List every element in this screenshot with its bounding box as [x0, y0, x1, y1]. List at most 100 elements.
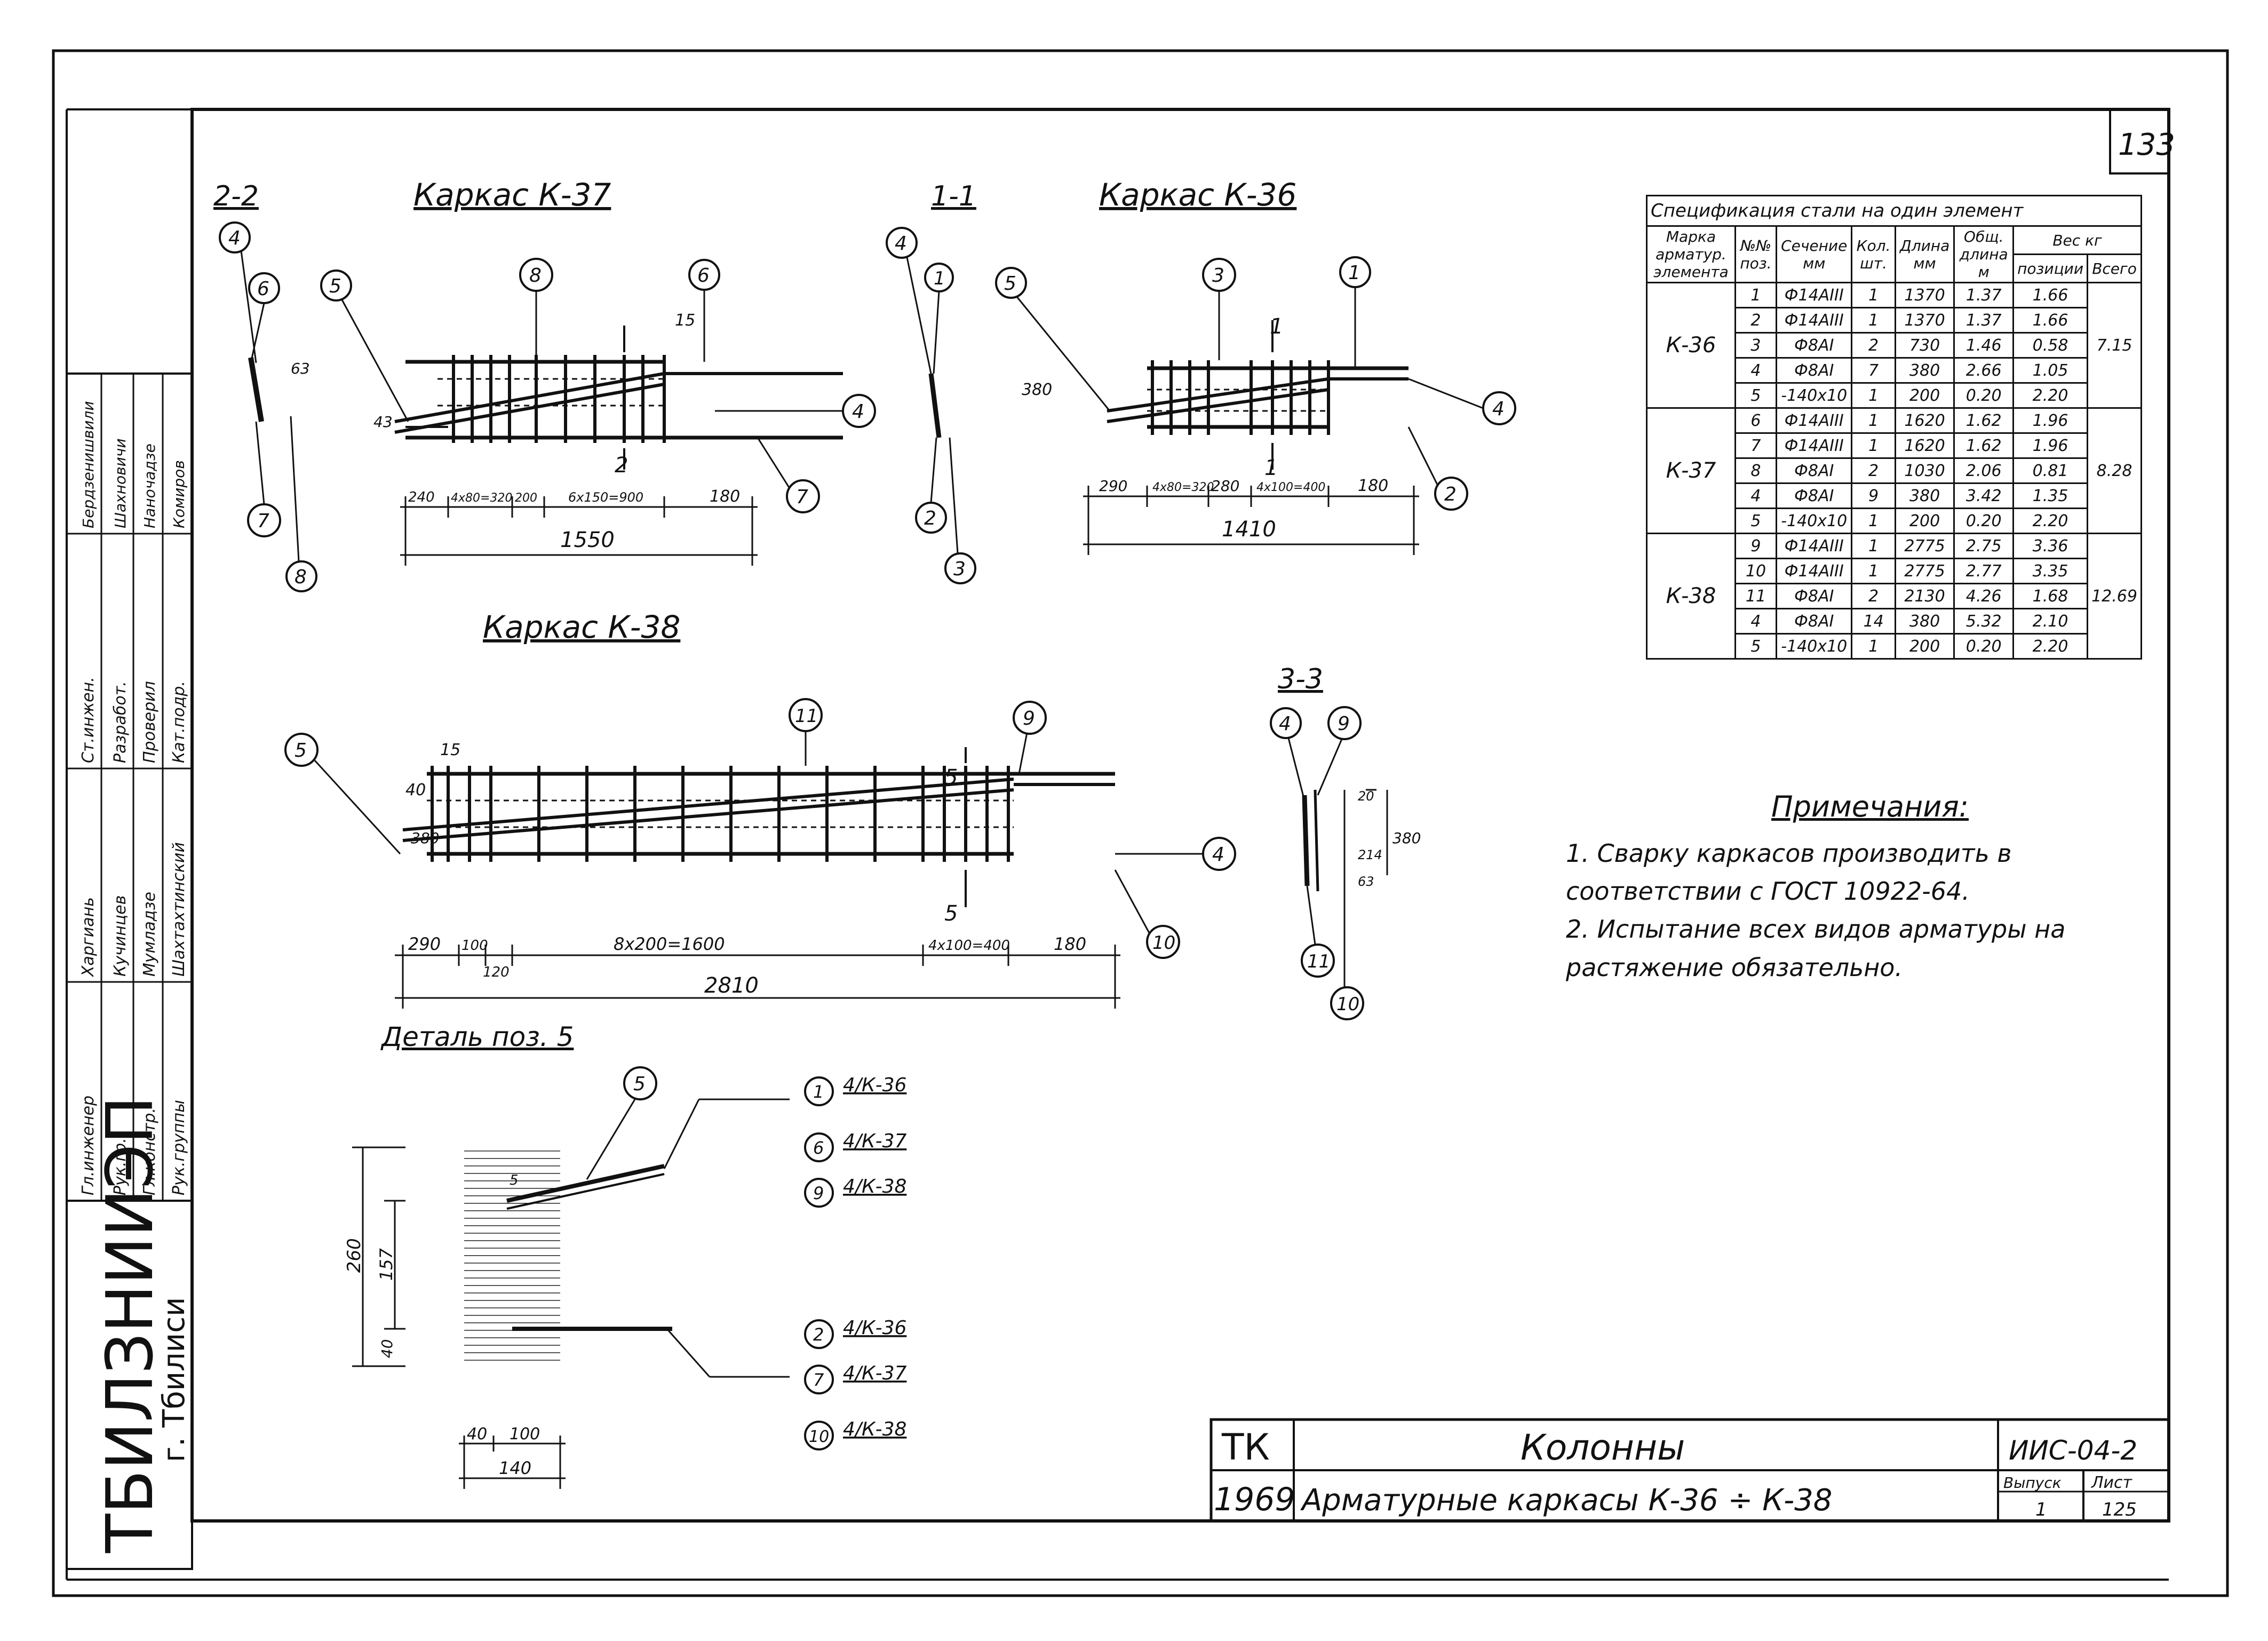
spec-group-total: 12.69	[2087, 533, 2142, 660]
spec-cell: 0.20	[1953, 508, 2015, 534]
spec-head-section: Сечение мм	[1775, 225, 1853, 283]
stamp-name: Мумладзе	[140, 892, 159, 977]
outer-frame	[52, 49, 2229, 1597]
svg-text:9: 9	[1023, 708, 1035, 730]
spec-cell: 1	[1851, 432, 1896, 459]
svg-text:4: 4	[1492, 398, 1505, 420]
stamp-name: Бердзенишвили	[79, 401, 97, 528]
spec-cell: 7	[1734, 432, 1777, 459]
spec-cell: 1.96	[2012, 407, 2089, 434]
svg-text:1: 1	[934, 268, 945, 289]
spec-cell: Ф8АI	[1775, 357, 1853, 384]
svg-text:2: 2	[1444, 483, 1457, 505]
stamp-role: Гл.инженер	[79, 1096, 98, 1195]
spec-cell: Ф14АIII	[1775, 307, 1853, 334]
k38-dim-4: 8х200=1600	[614, 934, 725, 954]
spec-cell: 4	[1734, 482, 1777, 509]
svg-text:2: 2	[615, 453, 628, 478]
stamp-role: Рук.группы	[170, 1100, 188, 1195]
stamp-role: Ст.инжен.	[79, 677, 98, 763]
spec-head-weight-total: Всего	[2087, 253, 2142, 283]
detail-w2: 100	[510, 1425, 540, 1444]
ref-pos: 10	[809, 1428, 829, 1446]
spec-head-weight-pos: позиции	[2012, 253, 2089, 283]
svg-text:5: 5	[329, 275, 341, 297]
spec-cell: 2	[1851, 332, 1896, 359]
spec-cell: 2.75	[1953, 533, 2015, 559]
spec-cell: 5.32	[1953, 608, 2015, 635]
title-block: ТК 1969 Колонны Арматурные каркасы К-36 …	[1209, 1418, 2170, 1523]
spec-cell: 1	[1734, 282, 1777, 308]
ref-text: 4/К-38	[843, 1418, 906, 1440]
spec-cell: 7	[1851, 357, 1896, 384]
spec-cell: 1.05	[2012, 357, 2089, 384]
spec-cell: 380	[1894, 608, 1955, 635]
spec-cell: 2.20	[2012, 633, 2089, 660]
object-title: Колонны	[1521, 1427, 1685, 1468]
spec-table: Спецификация стали на один элемент Марка…	[1646, 195, 2142, 660]
spec-cell: 9	[1734, 533, 1777, 559]
spec-cell: 1.37	[1953, 307, 2015, 334]
stamp-role: Разработ.	[111, 681, 130, 763]
svg-text:4: 4	[1212, 844, 1224, 866]
svg-text:5: 5	[944, 901, 958, 926]
spec-mark: К-38	[1646, 533, 1736, 660]
spec-cell: 2.66	[1953, 357, 2015, 384]
spec-cell: 1	[1851, 633, 1896, 660]
spec-cell: 1.68	[2012, 583, 2089, 609]
detail-w-total: 140	[499, 1458, 531, 1478]
spec-cell: 200	[1894, 382, 1955, 409]
stamp-name: Кучинцев	[111, 895, 130, 977]
detail-title: Деталь поз. 5	[380, 1021, 574, 1052]
title-year: 1969	[1214, 1481, 1295, 1518]
spec-cell: 2	[1851, 457, 1896, 484]
spec-cell: 730	[1894, 332, 1955, 359]
detail-references: 1 4/К-36 6 4/К-37 9 4/К-38 2 4/К-36 7 4/…	[804, 1074, 906, 1450]
ref-pos: 7	[813, 1370, 824, 1390]
ref-text: 4/К-38	[843, 1176, 906, 1198]
stamp-role: Кат.подр.	[170, 681, 188, 763]
page-number-box	[2109, 108, 2170, 175]
spec-head-mark: Марка арматур. элемента	[1646, 225, 1736, 283]
org-name: ТБИЛЗНИИЭП	[93, 1096, 168, 1553]
spec-cell: 1370	[1894, 307, 1955, 334]
spec-cell: 0.20	[1953, 633, 2015, 660]
svg-text:11: 11	[795, 705, 818, 727]
sec33-dim-2: 214	[1358, 847, 1382, 862]
svg-text:3: 3	[1212, 265, 1224, 287]
ref-pos: 1	[813, 1082, 824, 1102]
svg-text:1: 1	[1348, 262, 1360, 284]
sec33-dim-1: 20	[1358, 789, 1374, 804]
svg-text:5: 5	[633, 1073, 646, 1095]
spec-cell: 1.35	[2012, 482, 2089, 509]
spec-cell: 1	[1851, 282, 1896, 308]
svg-text:43: 43	[373, 413, 393, 431]
spec-cell: 1	[1851, 508, 1896, 534]
spec-cell: 4	[1734, 357, 1777, 384]
k38-height: 380	[411, 829, 439, 847]
spec-cell: 5	[1734, 508, 1777, 534]
k38-spacing-15: 15	[440, 741, 460, 759]
k37-dim-1: 240	[408, 489, 435, 505]
k37-dim-4: 6х150=900	[568, 490, 643, 505]
stamp-name: Харгиань	[79, 897, 98, 978]
spec-cell: -140х10	[1775, 382, 1853, 409]
svg-text:4: 4	[852, 401, 864, 423]
ref-pos: 2	[813, 1325, 824, 1345]
spec-cell: Ф14АIII	[1775, 558, 1853, 584]
detail-height-3: 40	[378, 1339, 396, 1358]
spec-cell: 0.20	[1953, 382, 2015, 409]
k36-dim-4: 4х100=400	[1256, 481, 1325, 494]
svg-text:9: 9	[1338, 713, 1350, 735]
view-k38: Каркас К-38 5 5 5 11 9 4	[284, 609, 1236, 1009]
notes: Примечания: 1. Сварку каркасов производи…	[1566, 784, 2174, 987]
svg-text:8: 8	[295, 566, 307, 588]
k36-dim-1: 290	[1099, 477, 1127, 495]
section-3-3: 3-3 4 9 11 10 20 214 63 380	[1270, 663, 1421, 1020]
spec-cell: 1.66	[2012, 307, 2089, 334]
svg-text:6: 6	[697, 265, 710, 287]
